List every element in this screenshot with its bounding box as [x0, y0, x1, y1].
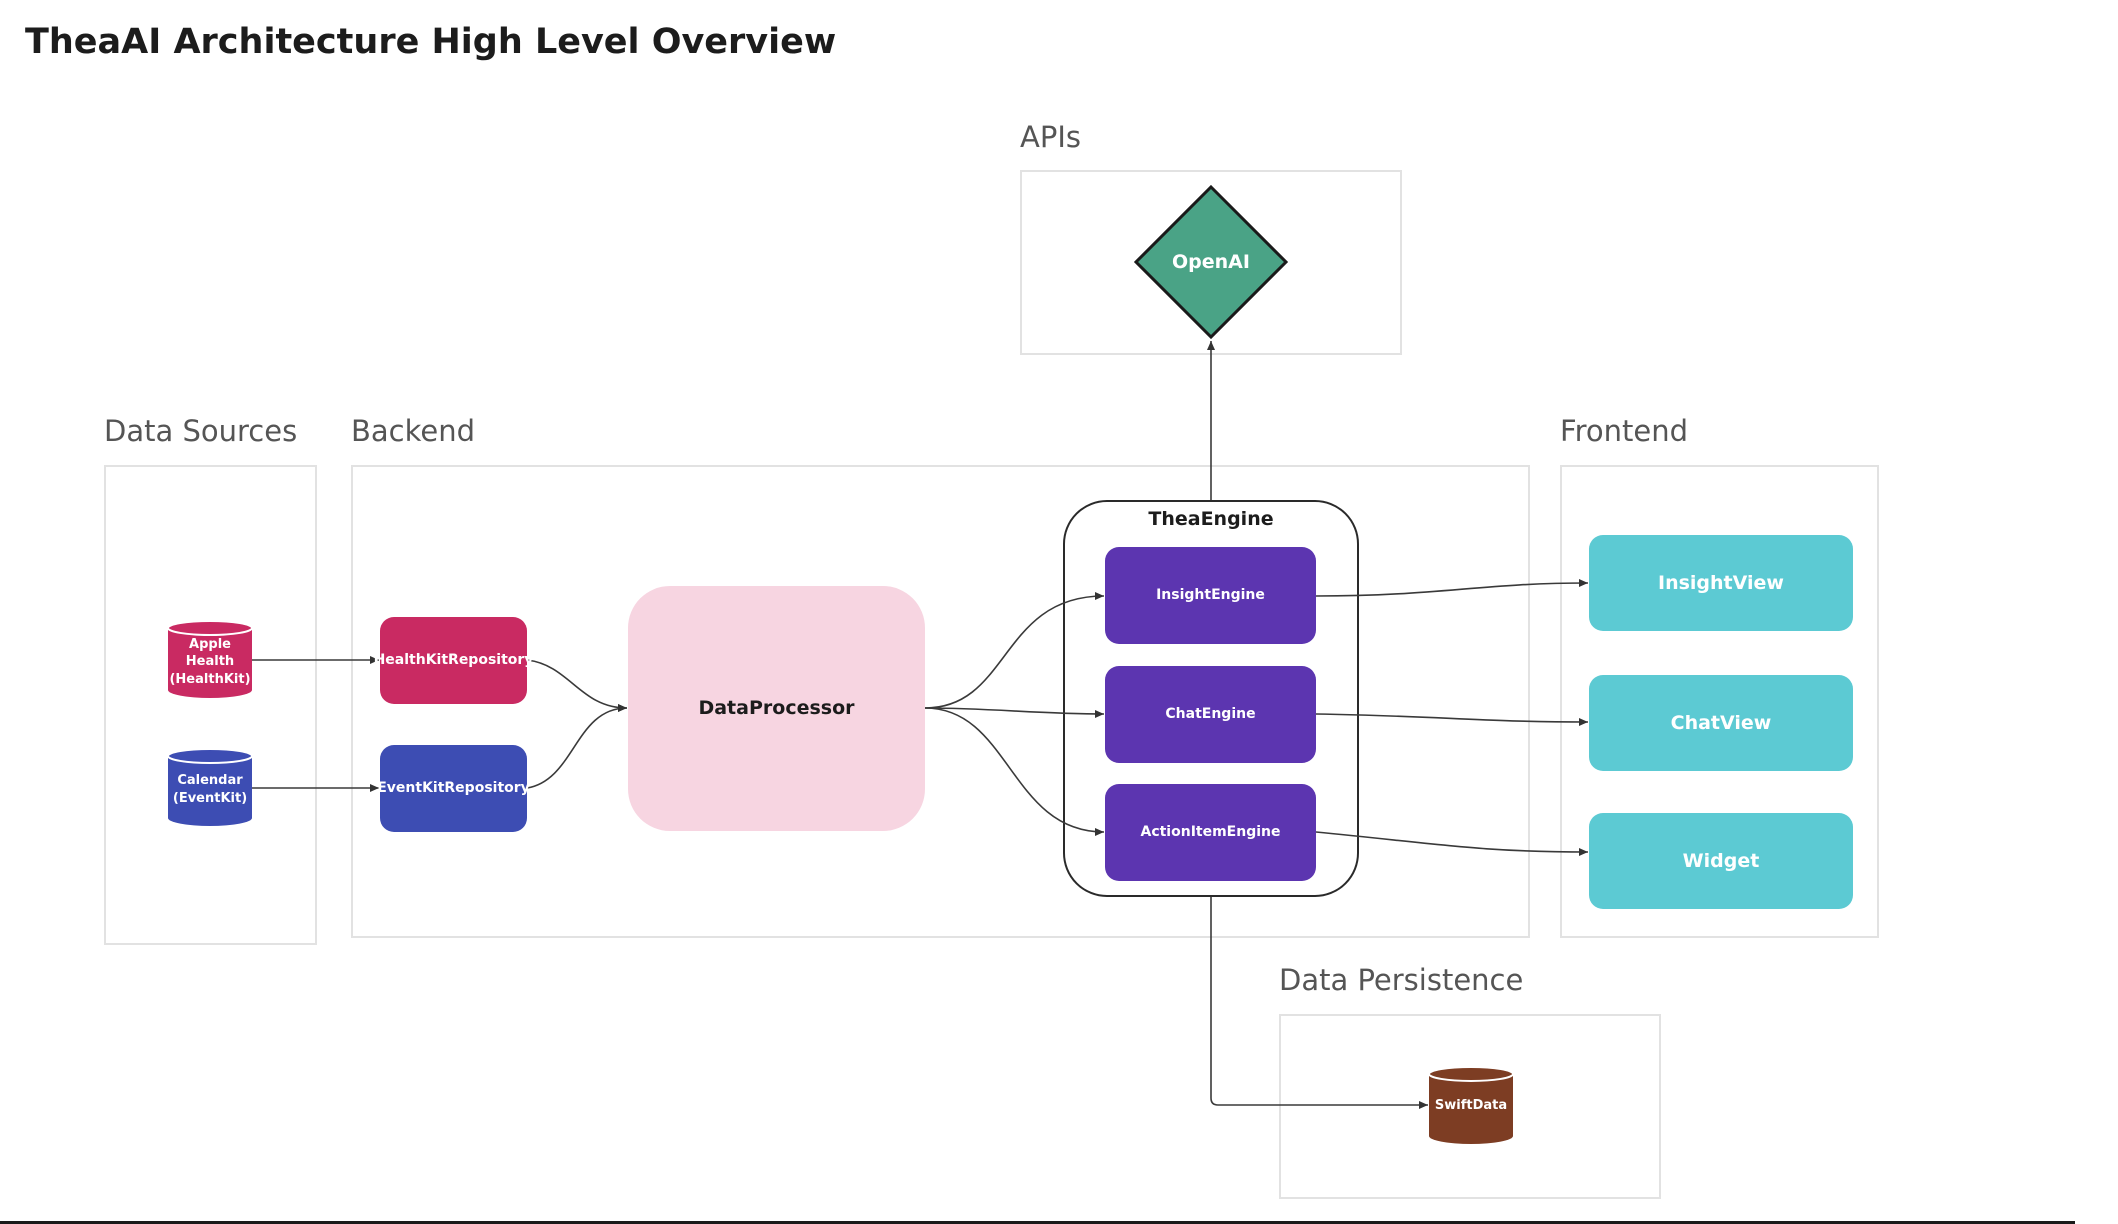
backend-group-box [351, 465, 1530, 938]
page-title: TheaAI Architecture High Level Overview [25, 22, 837, 62]
calendar-cylinder-icon[interactable] [167, 748, 253, 828]
data-processor-node[interactable]: DataProcessor [628, 586, 925, 831]
action-item-engine-node[interactable]: ActionItemEngine [1105, 784, 1316, 881]
insight-engine-node[interactable]: InsightEngine [1105, 547, 1316, 644]
edge-dataprocessor-chatengine [924, 707, 1105, 718]
group-label-frontend: Frontend [1560, 414, 1688, 448]
eventkit-repository-node[interactable]: EventKitRepository [377, 745, 530, 832]
openai-label: OpenAI [1172, 251, 1250, 273]
swiftdata-cylinder-icon[interactable] [1428, 1066, 1514, 1146]
bottom-divider [0, 1221, 2075, 1224]
edge-insightengine-insightview [1315, 579, 1589, 597]
apple-health-cylinder-icon[interactable] [167, 620, 253, 700]
chat-engine-node[interactable]: ChatEngine [1105, 666, 1316, 763]
edge-dataprocessor-insightengine [924, 592, 1105, 709]
edge-chatengine-chatview [1315, 713, 1589, 726]
data-persistence-group-box [1279, 1014, 1661, 1199]
edge-eventkitrepo-dataprocessor [526, 704, 628, 789]
healthkit-repository-node[interactable]: HealthKitRepository [374, 617, 533, 704]
data-sources-group-box [104, 465, 317, 945]
openai-diamond[interactable] [1134, 185, 1288, 339]
frontend-group-box [1560, 465, 1879, 938]
swiftdata-label: SwiftData [1434, 1098, 1508, 1114]
edge-healthkitrepo-dataprocessor [526, 659, 628, 712]
insight-view-node[interactable]: InsightView [1589, 535, 1853, 631]
group-label-data-sources: Data Sources [104, 414, 298, 448]
calendar-label: Calendar (EventKit) [172, 773, 248, 806]
edge-dataprocessor-actionengine [924, 707, 1105, 836]
edge-actionengine-widget [1315, 831, 1589, 856]
group-label-backend: Backend [351, 414, 476, 448]
thea-engine-title: TheaEngine [1148, 508, 1274, 530]
chat-view-node[interactable]: ChatView [1589, 675, 1853, 771]
apple-health-label: Apple Health (HealthKit) [169, 636, 251, 687]
edge-theaengine-swiftdata [1210, 897, 1428, 1109]
widget-node[interactable]: Widget [1589, 813, 1853, 909]
group-label-apis: APIs [1020, 120, 1081, 154]
group-label-data-persistence: Data Persistence [1279, 963, 1524, 997]
